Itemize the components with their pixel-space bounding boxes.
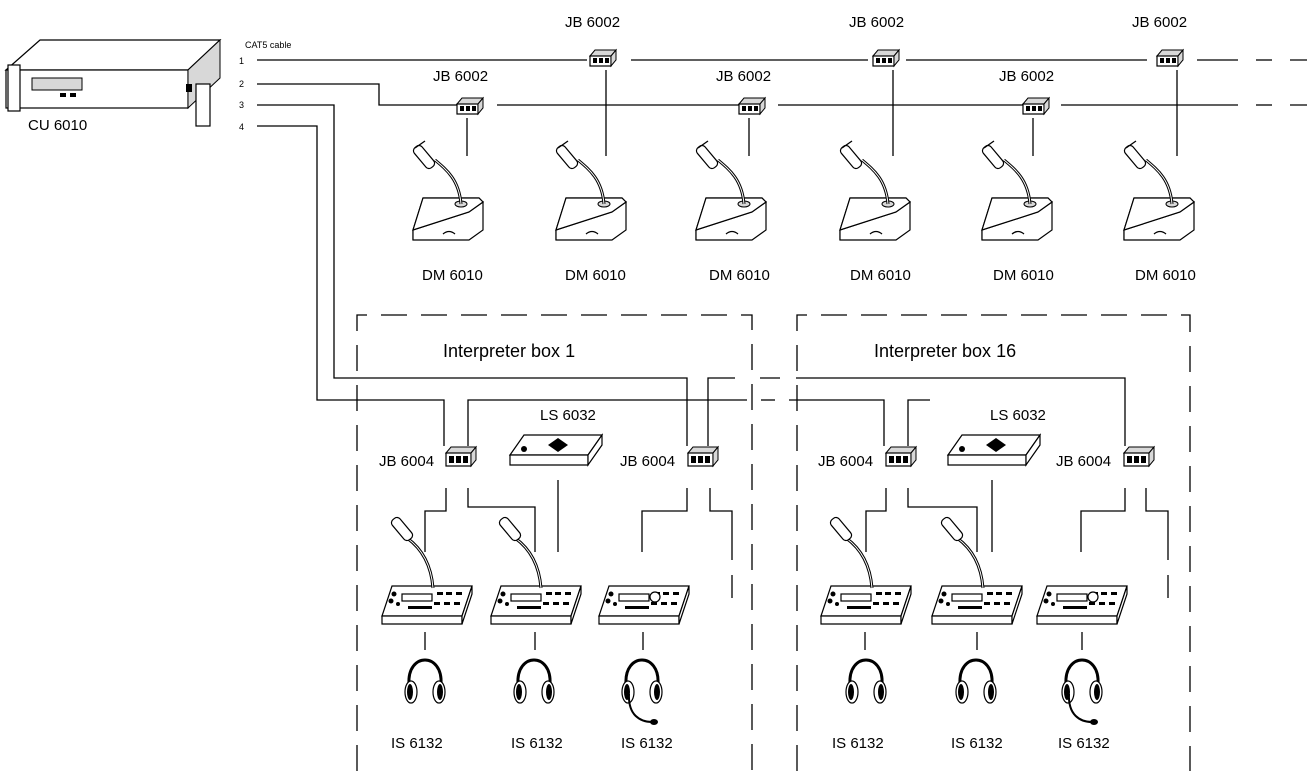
- box16-headset-3-icon: [1060, 658, 1104, 725]
- box16-headset-3-label: IS 6132: [1058, 735, 1110, 752]
- box16-speaker-label: LS 6032: [990, 407, 1046, 424]
- jb-mid-2-label: JB 6002: [716, 68, 771, 85]
- box16-loudspeaker-icon: [947, 434, 1041, 466]
- delegate-6-label: DM 6010: [1135, 267, 1196, 284]
- box1-desk-1-mic-icon: [388, 514, 435, 590]
- jb-top-1-label: JB 6002: [565, 14, 620, 31]
- interpreter-box-1-frame: [356, 314, 753, 771]
- box1-loudspeaker-icon: [509, 434, 603, 466]
- box16-headphones-1-icon: [844, 658, 888, 705]
- box16-headset-2-label: IS 6132: [951, 735, 1003, 752]
- box1-speaker-label: LS 6032: [540, 407, 596, 424]
- central-unit-icon: [4, 38, 222, 127]
- box16-desk-3-icon: [1036, 585, 1128, 625]
- delegate-unit-2-icon: [553, 139, 628, 242]
- box1-desk-1-icon: [381, 585, 473, 625]
- delegate-5-label: DM 6010: [993, 267, 1054, 284]
- box16-desk-3-knob-icon: [1087, 591, 1099, 603]
- cable-number-1: 1: [239, 56, 244, 66]
- jb-top-3-icon: [1156, 49, 1184, 67]
- delegate-1-label: DM 6010: [422, 267, 483, 284]
- delegate-unit-1-icon: [410, 139, 485, 242]
- jb-top-3-label: JB 6002: [1132, 14, 1187, 31]
- box1-headset-1-label: IS 6132: [391, 735, 443, 752]
- jb-mid-2-icon: [738, 97, 766, 115]
- interpreter-box-16-frame: [796, 314, 1191, 771]
- box1-jb-right-icon: [687, 446, 719, 467]
- jb-mid-1-label: JB 6002: [433, 68, 488, 85]
- jb-top-1-icon: [589, 49, 617, 67]
- delegate-4-label: DM 6010: [850, 267, 911, 284]
- box16-desk-2-icon: [931, 585, 1023, 625]
- box16-jb-left-label: JB 6004: [818, 453, 873, 470]
- delegate-3-label: DM 6010: [709, 267, 770, 284]
- box16-jb-right-label: JB 6004: [1056, 453, 1111, 470]
- cable-lines: [257, 59, 1307, 650]
- box16-desk-1-icon: [820, 585, 912, 625]
- box1-jb-left-label: JB 6004: [379, 453, 434, 470]
- delegate-unit-5-icon: [979, 139, 1054, 242]
- box1-desk-2-icon: [490, 585, 582, 625]
- delegate-unit-3-icon: [693, 139, 768, 242]
- cable-title: CAT5 cable: [245, 40, 291, 50]
- box1-headset-2-label: IS 6132: [511, 735, 563, 752]
- interpreter-box-1-title: Interpreter box 1: [443, 341, 575, 361]
- interpreter-box-16-title: Interpreter box 16: [874, 341, 1016, 361]
- box1-desk-3-knob-icon: [649, 591, 661, 603]
- jb-top-2-icon: [872, 49, 900, 67]
- delegate-unit-6-icon: [1121, 139, 1196, 242]
- jb-mid-1-icon: [456, 97, 484, 115]
- cu-label: CU 6010: [28, 117, 87, 134]
- box1-headset-3-label: IS 6132: [621, 735, 673, 752]
- box16-headphones-2-icon: [954, 658, 998, 705]
- cable-number-3: 3: [239, 100, 244, 110]
- jb-mid-3-icon: [1022, 97, 1050, 115]
- box1-jb-left-icon: [445, 446, 477, 467]
- cable-number-4: 4: [239, 122, 244, 132]
- delegate-unit-4-icon: [837, 139, 912, 242]
- jb-top-2-label: JB 6002: [849, 14, 904, 31]
- box1-headset-3-icon: [620, 658, 664, 725]
- box1-headphones-2-icon: [512, 658, 556, 705]
- jb-mid-3-label: JB 6002: [999, 68, 1054, 85]
- box1-jb-right-label: JB 6004: [620, 453, 675, 470]
- box1-desk-3-icon: [598, 585, 690, 625]
- box16-headset-1-label: IS 6132: [832, 735, 884, 752]
- cable-number-2: 2: [239, 79, 244, 89]
- delegate-2-label: DM 6010: [565, 267, 626, 284]
- box16-jb-left-icon: [885, 446, 917, 467]
- box1-headphones-1-icon: [403, 658, 447, 705]
- box16-jb-right-icon: [1123, 446, 1155, 467]
